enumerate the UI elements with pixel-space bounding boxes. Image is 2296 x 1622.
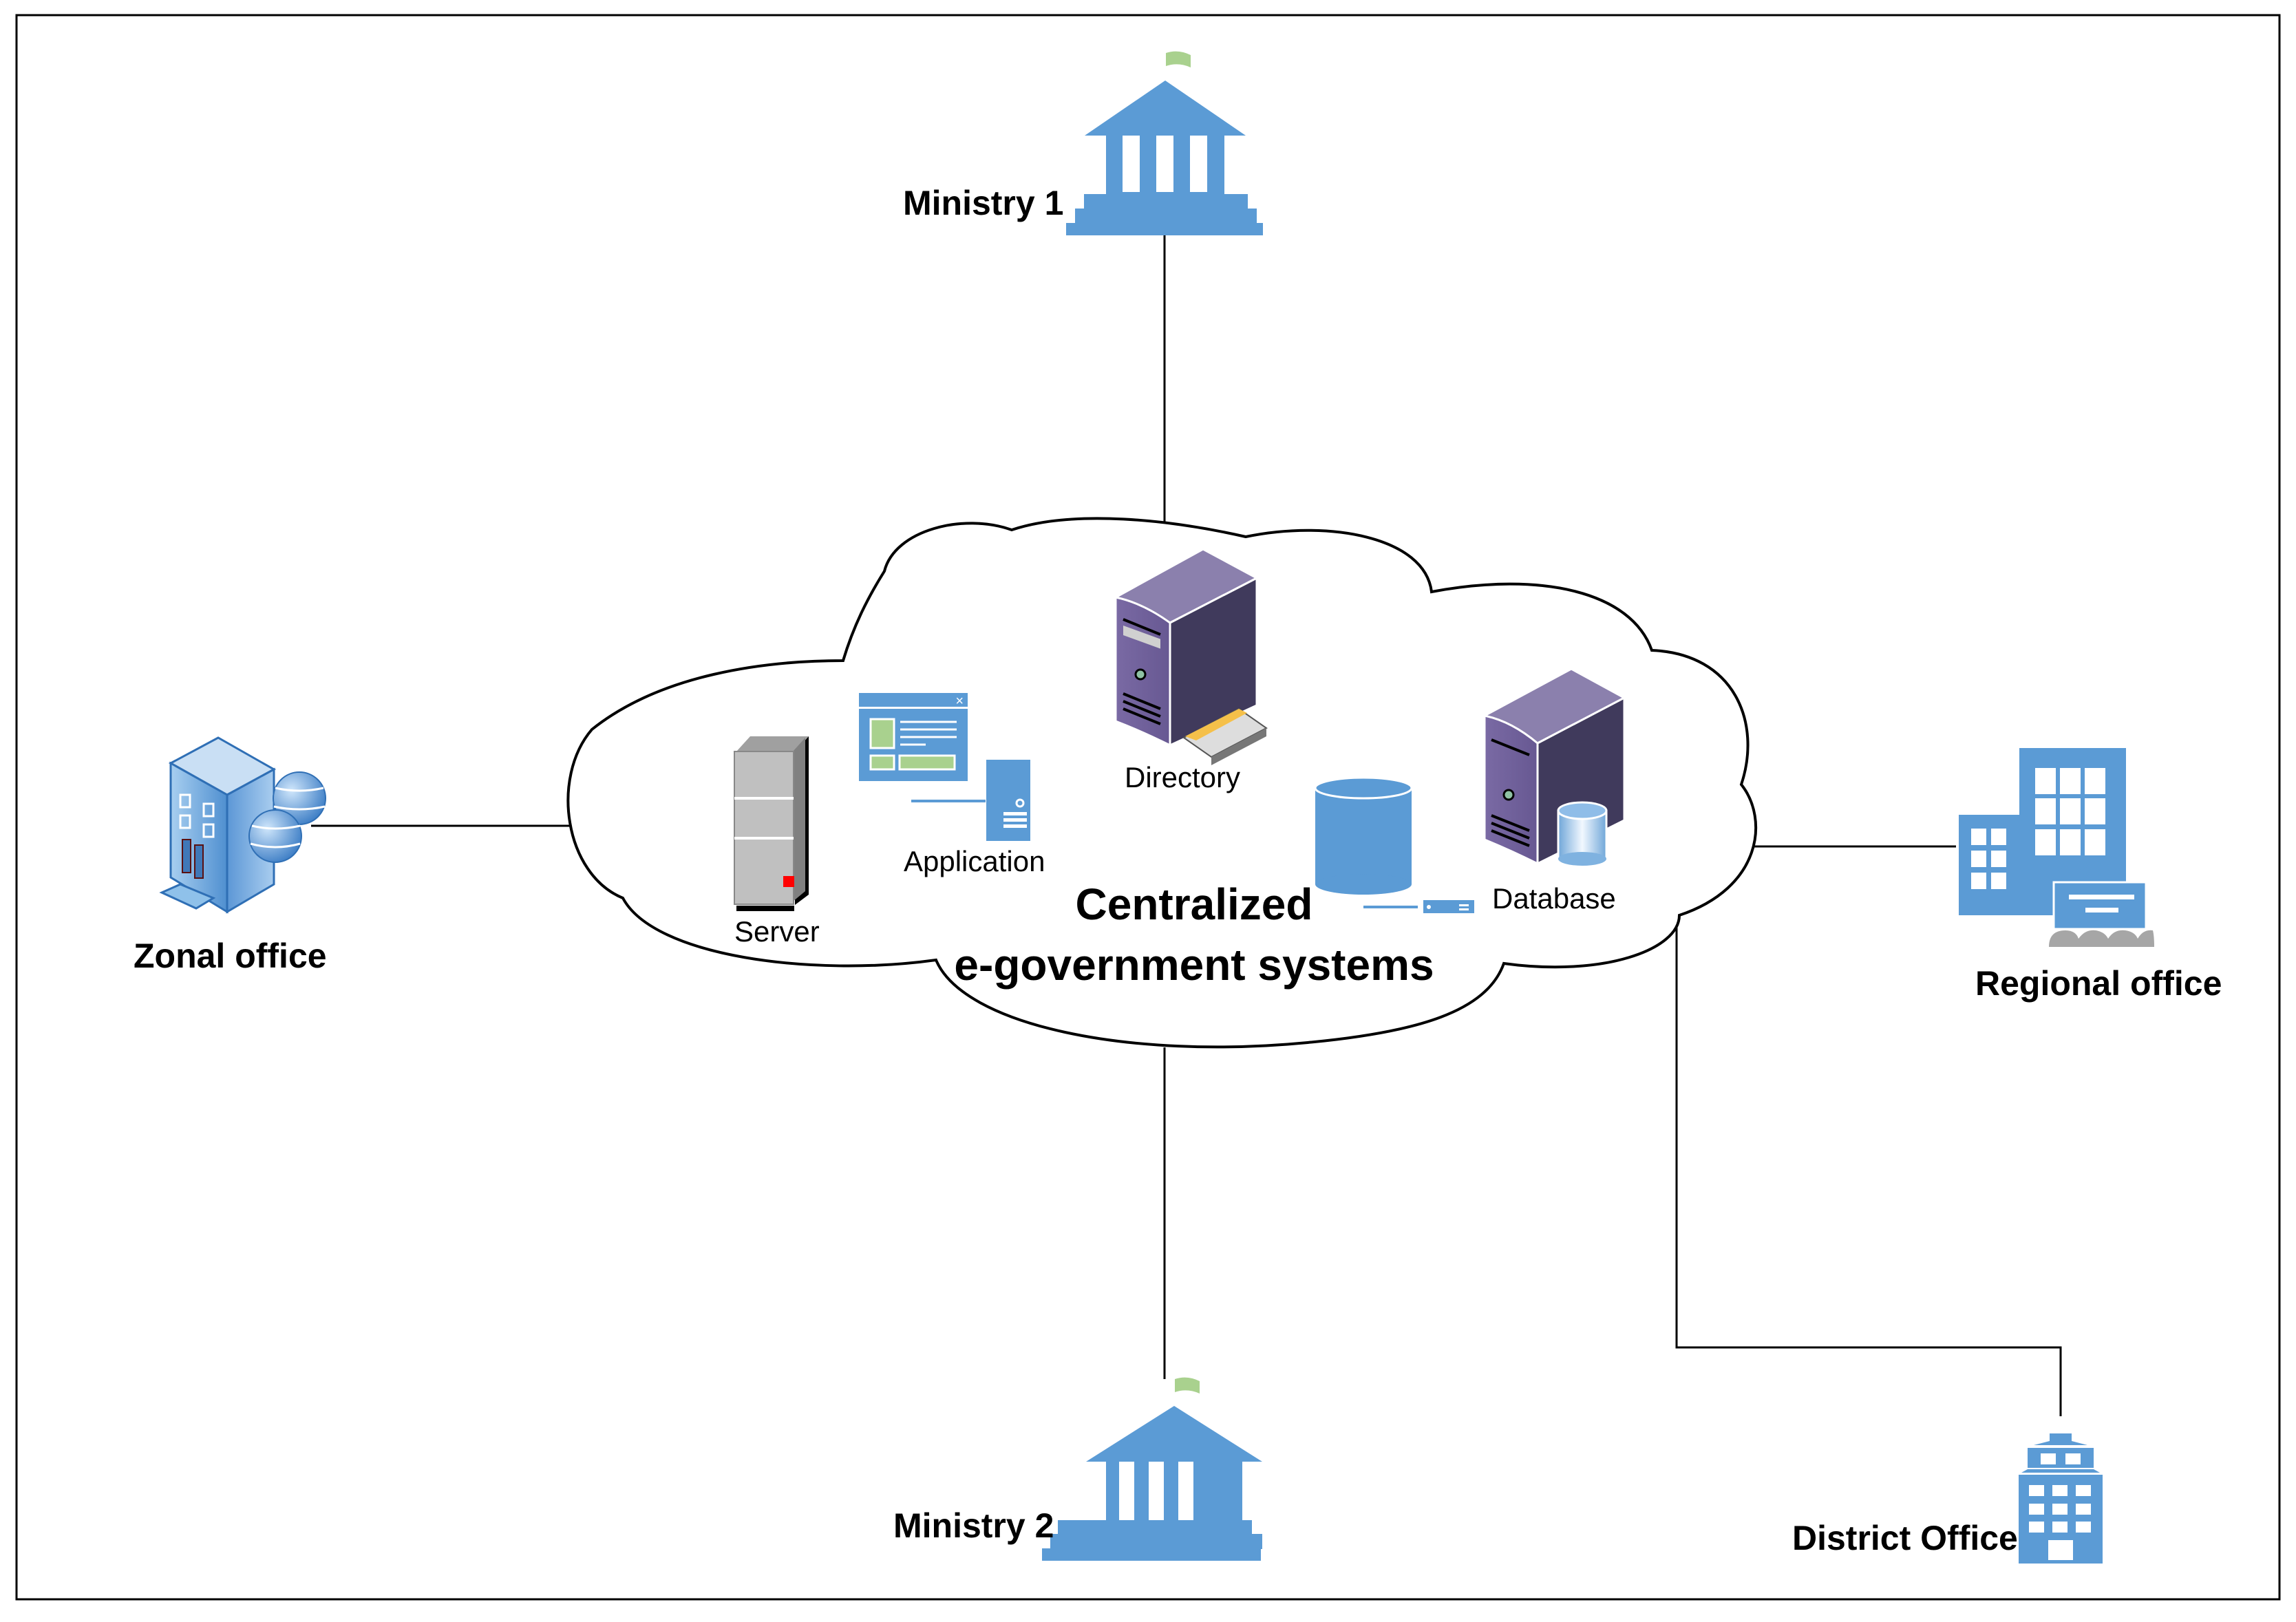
label-database: Database [1492, 882, 1616, 915]
government-building-icon-ministry2[interactable] [1042, 1377, 1262, 1561]
label-ministry1: Ministry 1 [903, 184, 1064, 222]
cloud-title-line1: Centralized [1075, 879, 1313, 929]
svg-text:×: × [955, 694, 964, 709]
database-server-icon[interactable] [1482, 668, 1627, 866]
database-cylinder-icon[interactable] [1314, 776, 1474, 913]
directory-server-icon[interactable] [1113, 548, 1268, 765]
office-buildings-icon[interactable] [1959, 748, 2154, 947]
application-window-icon[interactable]: × [859, 693, 1030, 841]
label-application: Application [904, 845, 1045, 877]
connection-lines [311, 234, 2062, 1416]
label-server: Server [734, 915, 820, 948]
cloud-shape[interactable] [566, 517, 1758, 1049]
label-zonal-office: Zonal office [134, 937, 327, 975]
diagram-frame [15, 14, 2281, 1601]
tower-building-icon[interactable] [2019, 1433, 2103, 1564]
cloud-title: Centralized e-government systems [922, 874, 1466, 995]
office-building-globe-icon[interactable] [159, 736, 326, 914]
tower-server-icon[interactable] [734, 736, 809, 911]
link-district [1675, 908, 2062, 1416]
label-directory: Directory [1125, 761, 1241, 793]
government-building-icon-ministry1[interactable] [1066, 51, 1263, 235]
label-ministry2: Ministry 2 [893, 1506, 1054, 1545]
cloud-title-line2: e-government systems [954, 940, 1434, 990]
label-district-office: District Office [1792, 1519, 2018, 1557]
label-regional-office: Regional office [1975, 964, 2222, 1003]
